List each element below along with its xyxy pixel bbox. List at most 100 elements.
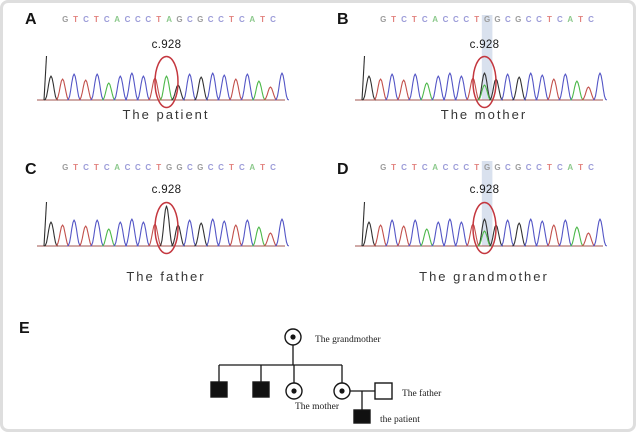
trace-peak-a (101, 228, 116, 247)
sequence-base-c: C (145, 163, 152, 172)
trace-peak-c (523, 218, 538, 247)
panel-c-letter: C (25, 161, 37, 178)
trace-peak-c (442, 72, 457, 101)
sequence-base-c: C (442, 15, 449, 24)
mutation-peak-g (159, 205, 174, 247)
trace-peak-a (569, 80, 584, 101)
trace-peak-t (373, 78, 388, 101)
pedigree-symbol-affected-son-1 (210, 381, 228, 398)
trace-peak-c (205, 72, 220, 101)
trace-start-spike (43, 201, 48, 247)
mutation-circle-annotation (154, 201, 179, 255)
trace-peak-c (90, 73, 105, 101)
trace-peak-c (500, 73, 515, 101)
pedigree-carrier-dot-daughter (291, 388, 297, 394)
sequence-base-g: G (483, 15, 491, 24)
sequence-base-c: C (556, 15, 563, 24)
trace-peak-a (251, 80, 266, 101)
sequence-base-c: C (238, 15, 245, 24)
sequence-base-c: C (453, 15, 459, 24)
sequence-base-g: G (176, 163, 183, 172)
mutation-circle-annotation (154, 55, 179, 109)
trace-peak-c (431, 221, 446, 247)
sequence-base-c: C (135, 15, 141, 24)
trace-peak-g (194, 76, 209, 101)
trace-peak-c (408, 219, 423, 247)
sequence-base-t: T (474, 15, 480, 24)
trace-peak-g (512, 76, 527, 101)
sequence-base-c: C (421, 163, 428, 172)
sequence-base-c: C (83, 163, 89, 172)
trace-peak-c (113, 75, 128, 101)
trace-peak-c (217, 220, 232, 247)
sequence-base-c: C (536, 163, 542, 172)
pedigree-carrier-dot-mother (339, 388, 345, 394)
sequence-base-a: A (432, 15, 439, 24)
sequence-base-g: G (380, 15, 387, 24)
trace-peak-c (558, 73, 573, 101)
trace-peak-c (385, 219, 400, 247)
panel-a-chromatogram (37, 55, 290, 109)
trace-peak-a (101, 82, 116, 101)
sequence-base-g: G (165, 163, 173, 172)
pedigree-label-patient: the patient (380, 415, 420, 425)
trace-peak-c (240, 219, 255, 247)
sequence-base-c: C (588, 163, 594, 172)
sequence-base-c: C (421, 15, 428, 24)
mutation-peak-a (477, 230, 492, 247)
panel-a-mutation-label: c.928 (151, 39, 182, 51)
sequence-base-t: T (229, 15, 234, 24)
sequence-base-a: A (114, 163, 121, 172)
sequence-base-t: T (93, 15, 99, 24)
trace-peak-t (396, 79, 411, 101)
sequence-base-a: A (166, 15, 172, 24)
panel-d-letter: D (337, 161, 349, 178)
sequence-base-a: A (432, 163, 439, 172)
panel-d-chromatogram (355, 161, 608, 255)
sequence-base-t: T (411, 15, 417, 24)
trace-peak-c (67, 219, 82, 247)
sequence-base-c: C (463, 163, 470, 172)
trace-peak-t (228, 78, 243, 101)
trace-peak-c (454, 75, 469, 101)
trace-peak-t (55, 224, 70, 247)
trace-peak-t (55, 78, 70, 101)
mutation-peak-a (159, 75, 174, 101)
trace-peak-c (431, 75, 446, 101)
sequence-base-c: C (556, 163, 563, 172)
pedigree-label-grandmother: The grandmother (315, 335, 382, 345)
sequence-base-g: G (494, 163, 501, 172)
panel-b-mutation-label: c.928 (469, 39, 500, 51)
sequence-base-t: T (547, 15, 552, 24)
trace-peak-c (274, 218, 290, 247)
trace-peak-t (396, 225, 411, 247)
sequence-base-a: A (249, 15, 256, 24)
trace-peak-c (67, 73, 82, 101)
sequence-base-c: C (238, 163, 245, 172)
sequence-base-g: G (515, 163, 522, 172)
trace-peak-c (523, 72, 538, 101)
trace-peak-c (113, 221, 128, 247)
sequence-base-t: T (73, 15, 79, 24)
pedigree-symbol-patient (353, 409, 371, 424)
sequence-base-t: T (260, 15, 266, 24)
sequence-base-t: T (260, 163, 266, 172)
panel-b-chromatogram (355, 15, 608, 109)
trace-peak-t (581, 232, 596, 247)
sequence-base-c: C (124, 163, 131, 172)
sequence-base-c: C (525, 15, 532, 24)
sequence-base-t: T (391, 163, 397, 172)
trace-peak-t (78, 79, 93, 101)
trace-peak-c (500, 219, 515, 247)
panel-c-chromatogram (37, 201, 290, 255)
sequence-base-t: T (474, 163, 480, 172)
trace-peak-c (535, 74, 550, 101)
pedigree-symbol-father (374, 382, 393, 400)
sequence-base-a: A (567, 163, 574, 172)
trace-peak-g (43, 221, 59, 247)
sequence-base-c: C (135, 163, 141, 172)
sequence-base-a: A (567, 15, 574, 24)
panel-b-caption: The mother (440, 107, 528, 122)
